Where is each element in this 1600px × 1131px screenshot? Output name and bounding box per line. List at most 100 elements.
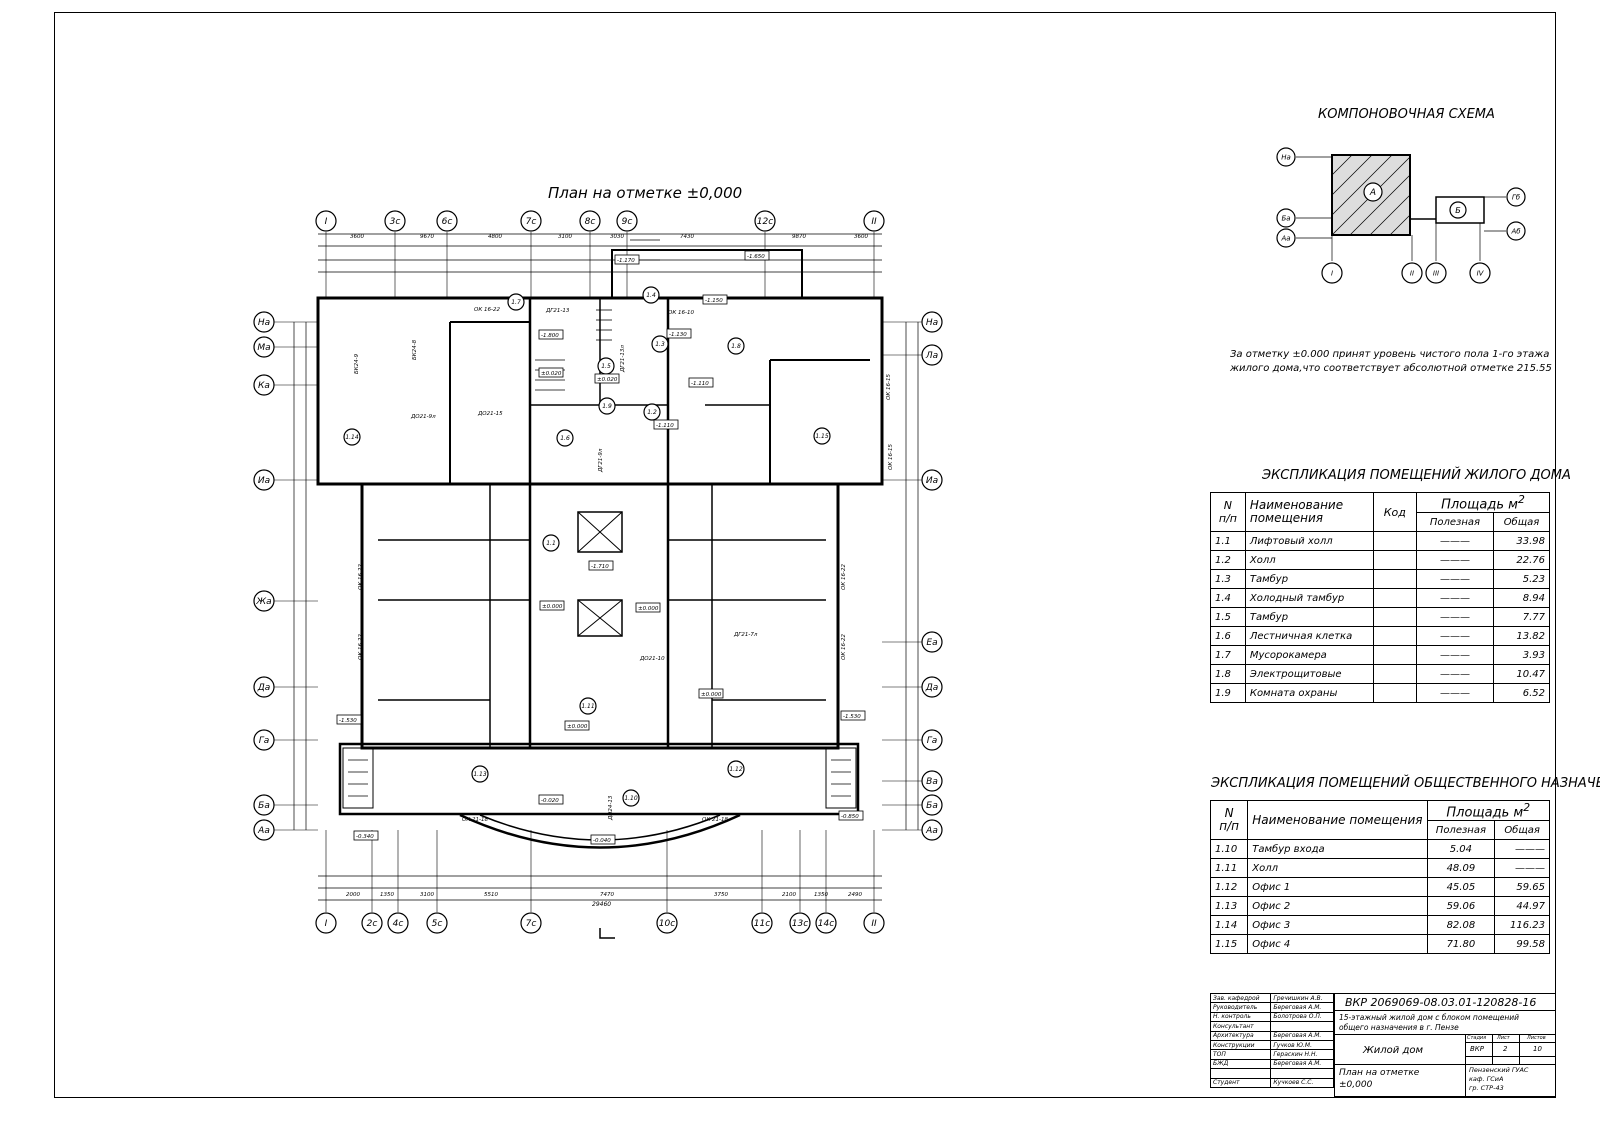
level-mark: -1.530	[840, 710, 866, 721]
res-cell-total: 22.76	[1493, 550, 1550, 571]
axis-label: 1.6	[560, 435, 570, 442]
res-cell-n: 1.3	[1210, 569, 1246, 590]
axis-label: Гб	[1512, 194, 1521, 202]
axis-label: II	[871, 919, 877, 929]
table-row	[1209, 1068, 1334, 1079]
axis-label: Аа	[257, 826, 270, 836]
block-bubble: А	[1363, 182, 1383, 202]
level-value: -1.800	[541, 333, 559, 339]
title-block-stage: ВКР	[1470, 1045, 1484, 1053]
level-value: ±0.000	[701, 692, 722, 698]
res-cell-name: Холодный тамбур	[1244, 588, 1374, 609]
axis-bubble-bottom: II	[863, 912, 885, 934]
level-value: -0.040	[593, 838, 611, 844]
level-mark: ±0.000	[564, 720, 590, 731]
axis-label: Ла	[925, 351, 938, 361]
title-block: ВКР 2069069-08.03.01-120828-16 15-этажны…	[1334, 993, 1556, 1097]
room-number-bubble: 1.8	[727, 337, 745, 355]
door-label: БК24-9	[354, 353, 360, 374]
room-number-bubble: 1.15	[813, 427, 831, 445]
axis-label: Ва	[926, 777, 938, 787]
scheme-axis-right: Аб	[1506, 221, 1526, 241]
room-number-bubble: 1.5	[597, 357, 615, 375]
axis-label: I	[325, 217, 328, 227]
residential-table: N п/п Наименование помещения Код Площадь…	[1210, 491, 1551, 704]
axis-label: 5с	[432, 919, 443, 929]
pub-head-n: N	[1224, 806, 1234, 821]
residential-table-title: ЭКСПЛИКАЦИЯ ПОМЕЩЕНИЙ ЖИЛОГО ДОМА	[1262, 468, 1571, 483]
level-mark: ±0.000	[635, 602, 661, 613]
pub-cell-total: ———	[1494, 839, 1550, 860]
res-head-area: Площадь м	[1441, 497, 1518, 513]
scheme-axis-bottom: II	[1401, 262, 1423, 284]
res-cell-total: 6.52	[1493, 683, 1550, 704]
level-mark: -1.800	[538, 329, 564, 340]
axis-label: 1.15	[815, 433, 829, 440]
pub-cell-n: 1.11	[1209, 858, 1249, 879]
res-cell-n: 1.6	[1210, 626, 1246, 647]
axis-bubble-right: Ва	[921, 770, 943, 792]
window-label: ОК 16-15	[886, 374, 892, 400]
axis-label: 6с	[442, 217, 453, 227]
window-label: ОК 16-22	[841, 634, 847, 660]
res-cell-useful: ———	[1415, 664, 1495, 685]
scheme-axis-left: Аа	[1276, 228, 1296, 248]
plan-title: План на отметке ±0,000	[548, 184, 743, 202]
axis-label: Б	[1455, 206, 1461, 215]
level-value: -0.020	[541, 798, 559, 804]
axis-label: 14с	[818, 919, 834, 929]
stamp-role: Конструкции	[1209, 1039, 1272, 1051]
axis-label: II	[871, 217, 877, 227]
axis-bubble-bottom: 11с	[751, 912, 773, 934]
room-number-bubble: 1.2	[643, 403, 661, 421]
title-block-sheets-h: Листов	[1527, 1035, 1546, 1041]
pub-cell-n: 1.13	[1209, 896, 1249, 917]
room-number-bubble: 1.6	[556, 429, 574, 447]
axis-label: 1.9	[602, 403, 612, 410]
level-mark: -0.340	[353, 830, 379, 841]
axis-label: Да	[257, 683, 271, 693]
res-cell-useful: ———	[1415, 550, 1495, 571]
res-cell-name: Холл	[1244, 550, 1374, 571]
level-mark: -0.850	[838, 810, 864, 821]
axis-bubble-left: Ма	[253, 336, 275, 358]
pub-cell-n: 1.12	[1209, 877, 1249, 898]
stamp-role: Консультант	[1209, 1021, 1272, 1032]
pub-cell-useful: 5.04	[1426, 839, 1496, 860]
axis-label: 10с	[659, 919, 675, 929]
axis-label: 1.8	[731, 343, 741, 350]
axis-bubble-top: I	[315, 210, 337, 232]
res-cell-code	[1372, 645, 1417, 666]
scheme-axis-left: Ба	[1276, 208, 1296, 228]
res-cell-total: 7.77	[1493, 607, 1550, 628]
window-label: ОК 16-22	[474, 307, 500, 313]
level-value: -1.530	[339, 718, 357, 724]
level-mark: -0.020	[538, 794, 564, 805]
dimension-label: 2490	[848, 892, 862, 898]
axis-bubble-left: Ба	[253, 794, 275, 816]
level-value: -0.850	[841, 814, 859, 820]
door-label: ДО21-15	[477, 411, 503, 417]
stamp-name	[1270, 1068, 1334, 1079]
scheme-axis-bottom: IV	[1469, 262, 1491, 284]
title-block-stage-h: Стадия	[1467, 1035, 1487, 1041]
pub-head-pp: п/п	[1219, 819, 1239, 834]
elevation-note-line1: За отметку ±0.000 принят уровень чистого…	[1230, 349, 1550, 360]
dimension-label: 3600	[854, 234, 868, 240]
dimension-label: 3600	[350, 234, 364, 240]
stamp-role: Н. контроль	[1209, 1011, 1272, 1023]
dimension-label: 3750	[714, 892, 728, 898]
level-mark: -1.530	[336, 714, 362, 725]
lower-wing	[338, 742, 860, 816]
axis-bubble-top: 6с	[436, 210, 458, 232]
total-width-label: 29460	[592, 901, 611, 908]
stamp-name: Береговая А.М.	[1270, 1002, 1334, 1013]
res-head-pp: п/п	[1218, 512, 1237, 526]
